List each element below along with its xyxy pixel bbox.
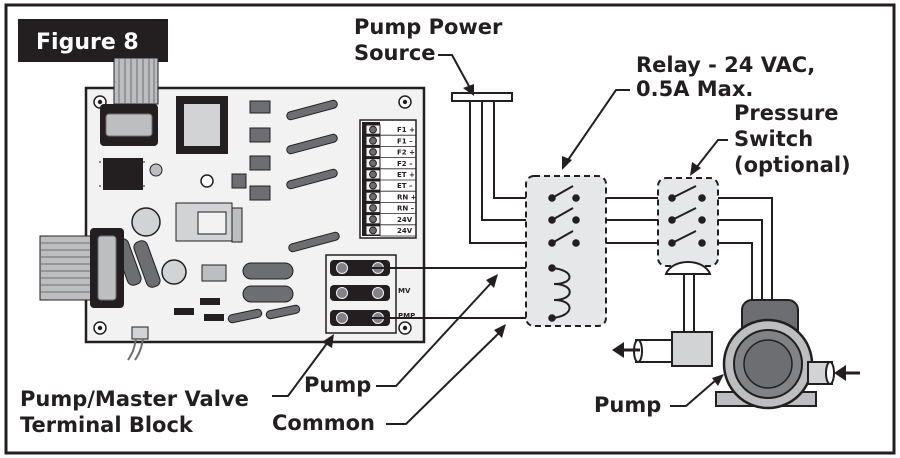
relay (525, 175, 607, 327)
terminal-label: 24V (397, 227, 413, 235)
controller-board: F1 + F1 – F2 + F2 – ET + ET – RN + RN – 24V 24V M… (39, 57, 426, 361)
terminal-label: ET – (397, 182, 413, 190)
svg-text:Pump: Pump (304, 373, 371, 397)
svg-text:Pressure: Pressure (734, 101, 839, 125)
pressure-switch-diaphragm (664, 261, 712, 275)
oval-component (242, 262, 294, 280)
callout-pump-master-valve-block: Pump/Master Valve Terminal Block (20, 334, 334, 437)
block-label-mv: MV (398, 287, 411, 295)
svg-text:0.5A Max.: 0.5A Max. (636, 77, 753, 101)
terminal-screw (365, 180, 416, 192)
ribbon-cable-top (100, 57, 159, 146)
pump-motor (633, 299, 835, 410)
pump-power-source-bar (451, 92, 513, 102)
chip (174, 308, 194, 315)
figure-label: Figure 8 (36, 30, 139, 55)
terminal-label: 24V (397, 216, 413, 224)
mounting-hole (398, 321, 412, 335)
callout-pump-motor: Pump (594, 374, 724, 417)
capacitor-large (131, 207, 161, 237)
ground-connector (127, 326, 149, 361)
terminal-screw (365, 158, 416, 170)
resistor (265, 304, 301, 320)
flow-arrow-out (612, 342, 640, 358)
terminal-screw (365, 202, 416, 215)
relay-coil (551, 267, 571, 319)
flow-arrow-in (834, 365, 860, 381)
resistor (286, 133, 338, 155)
switch-to-pump-2 (702, 219, 763, 314)
mounting-hole (398, 95, 412, 109)
terminal-label: F1 + (397, 126, 415, 134)
oval-component (242, 285, 294, 303)
terminal-screw (365, 214, 416, 226)
ic-chip (99, 158, 147, 190)
svg-text:Pump/Master Valve: Pump/Master Valve (20, 387, 249, 411)
pressure-switch-stem (683, 273, 695, 335)
resistor (286, 168, 338, 190)
svg-text:Pump Power: Pump Power (354, 15, 503, 39)
callout-common-wire: Common (272, 324, 506, 435)
svg-text:Terminal Block: Terminal Block (20, 413, 194, 437)
chip (249, 100, 271, 114)
terminal-label: F2 – (397, 160, 413, 168)
chip (204, 314, 224, 321)
chip (231, 173, 247, 189)
terminal-label: F2 + (397, 149, 415, 157)
chip (201, 264, 227, 282)
svg-text:Relay - 24 VAC,: Relay - 24 VAC, (636, 53, 815, 77)
ribbon-cable-left (39, 228, 124, 308)
callout-relay: Relay - 24 VAC, 0.5A Max. (562, 53, 815, 170)
capacitor-large (161, 259, 187, 285)
terminal-label: RN – (397, 205, 415, 213)
resistor (227, 308, 263, 324)
terminal-screw (365, 191, 416, 203)
switch-to-pump-1 (702, 197, 773, 318)
svg-text:Switch: Switch (734, 127, 813, 151)
terminal-screw (365, 169, 416, 181)
chip (249, 185, 271, 201)
resistor (288, 231, 340, 253)
valve-terminal-screw (330, 260, 390, 276)
valve-terminal-screw (330, 285, 390, 301)
svg-text:Pump: Pump (594, 393, 661, 417)
svg-text:Common: Common (272, 411, 375, 435)
terminal-label: RN + (397, 193, 417, 201)
board-relay (175, 202, 243, 243)
chip (133, 240, 161, 288)
figure-label-box (18, 19, 168, 62)
callout-pump-power-source: Pump Power Source (354, 15, 503, 96)
mounting-hole (93, 321, 107, 335)
capacitor-small (149, 163, 163, 177)
svg-text:(optional): (optional) (734, 153, 851, 177)
transformer (176, 96, 228, 154)
block-label-pmp: PMP (398, 312, 415, 320)
chip (200, 298, 220, 305)
terminal-screw (365, 135, 416, 147)
power-wire-3 (469, 101, 552, 244)
resistor (286, 99, 338, 121)
svg-text:Source: Source (354, 41, 436, 65)
terminal-label: ET + (397, 171, 415, 179)
callout-pressure-switch: Pressure Switch (optional) (690, 101, 851, 177)
chip (249, 127, 271, 143)
chip (249, 155, 271, 171)
capacitor-small (200, 174, 214, 188)
pressure-switch (657, 177, 719, 335)
terminal-screw (365, 124, 416, 136)
pump-pipe-junction (671, 331, 713, 367)
terminal-label: F1 – (397, 137, 413, 145)
terminal-screw (365, 225, 416, 237)
callout-pump-wire: Pump (304, 274, 498, 397)
terminal-screw (365, 146, 416, 159)
